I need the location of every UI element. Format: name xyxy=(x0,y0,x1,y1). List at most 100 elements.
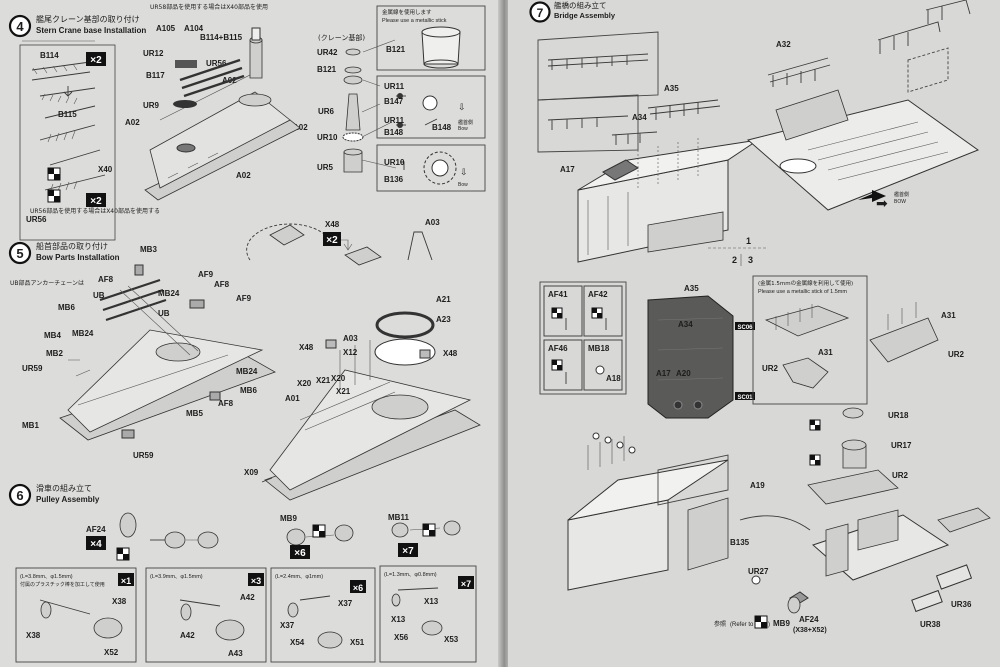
step6-label: X53 xyxy=(444,635,459,644)
step5-label: X09 xyxy=(244,468,259,477)
step4-bow-en-b: Bow xyxy=(458,182,468,188)
step5-bow-hull xyxy=(59,264,276,441)
step4-label: UR10 xyxy=(317,133,338,142)
step7-label: UR2 xyxy=(948,350,965,359)
step7-sc-tag: SC06 xyxy=(737,325,753,331)
step7-metal-note-en: Please use a metallic stick of 1.5mm xyxy=(758,289,847,295)
step7-label: UR18 xyxy=(888,411,909,420)
step4-label: B117 xyxy=(146,71,165,80)
step6-spec2: (L=3.9mm、φ1.5mm) xyxy=(150,574,203,580)
step6-mult: ×6 xyxy=(294,548,306,559)
step6-multipliers: ×4 ×6 ×7 xyxy=(86,523,436,561)
step7-bridge-deck-large xyxy=(746,0,980,211)
step4-label: UR10 xyxy=(384,158,405,167)
step6-mult: ×6 xyxy=(353,583,363,593)
step7-refer-end: ) xyxy=(768,622,770,628)
step7-sc-tag: SC01 xyxy=(737,395,753,401)
step6-title: Pulley Assembly xyxy=(36,495,100,504)
step7-metal-note-box: (金属1.5mmの金属線を利用して使用) Please use a metall… xyxy=(752,275,939,405)
step7-label: A31 xyxy=(818,348,833,357)
step7-boxed-part: A18 xyxy=(606,374,621,383)
step6-label: X13 xyxy=(424,597,439,606)
step6-mult: ×7 xyxy=(402,546,414,557)
step5-label: UR59 xyxy=(22,364,43,373)
step7-label: UR38 xyxy=(920,620,941,629)
step5-label: AF8 xyxy=(214,280,230,289)
step7-refer-part: MB9 xyxy=(773,619,790,628)
step4-label: UR42 xyxy=(317,48,338,57)
step6-label: X38 xyxy=(26,631,41,640)
step5-title: Bow Parts Installation xyxy=(36,253,120,262)
step7-jp-title: 艦橋の組み立て xyxy=(554,0,607,10)
step6-label: AF24 xyxy=(86,525,106,534)
step4-label: B114+B115 xyxy=(200,33,243,42)
step4-label: B121 xyxy=(317,65,337,74)
step6-spec1: (L=3.8mm、φ1.5mm) xyxy=(20,574,73,580)
right-page: 7 艦橋の組み立て Bridge Assembly xyxy=(508,0,1000,667)
step4-label: X40 xyxy=(98,165,113,174)
step5-label: MB6 xyxy=(58,303,75,312)
step7-boxed-part: AF42 xyxy=(588,290,608,299)
step4-label: UR56 xyxy=(26,215,47,224)
step5-label: AF8 xyxy=(218,399,234,408)
step4-note-ur56: UR56部品を使用する場合はX40部品を使用する xyxy=(30,207,160,215)
step4-label: A02 xyxy=(293,123,308,132)
step7-label: UR17 xyxy=(891,441,912,450)
step5-jp-title: 船首部品の取り付け xyxy=(36,241,108,251)
step6-label: X51 xyxy=(350,638,365,647)
step5-label: X48 xyxy=(443,349,458,358)
step5-label: A21 xyxy=(436,295,451,304)
step4-label: A02 xyxy=(125,118,140,127)
step5-label: MB24 xyxy=(72,329,94,338)
step4-label: A104 xyxy=(184,24,204,33)
step7-label: A31 xyxy=(941,311,956,320)
step4-label: UR6 xyxy=(318,107,335,116)
step7-refer-af: AF24 xyxy=(799,615,819,624)
step7-label: A20 xyxy=(676,369,691,378)
step5-number: 5 xyxy=(16,246,23,261)
step5-label: AF9 xyxy=(198,270,214,279)
step4-mult-b: ×2 xyxy=(90,196,102,207)
step7-label: A19 xyxy=(750,481,765,490)
step5-label: X48 xyxy=(325,220,340,229)
step7-split-index: 1 2 3 xyxy=(708,236,768,266)
step4-metal-note-jp: 金属線を使用します xyxy=(382,8,432,16)
step4-label: B148 xyxy=(432,123,452,132)
step7-label: UR27 xyxy=(748,567,769,576)
step7-label: A35 xyxy=(664,84,679,93)
step7-label: A17 xyxy=(560,165,575,174)
step6-header: 6 滑車の組み立て Pulley Assembly xyxy=(8,483,100,507)
step4-label: B121 xyxy=(386,45,406,54)
step4-bow-jp-a: 艦首側 xyxy=(458,119,473,126)
step5-label: AF8 xyxy=(98,275,114,284)
step7-refer-en: (Refer to xyxy=(730,622,754,628)
step4-jp-title: 艦尾クレーン基部の取り付け xyxy=(36,14,140,24)
step5-second-hull xyxy=(261,311,481,501)
step6-top-pulleys xyxy=(119,512,461,549)
step5-label: MB2 xyxy=(46,349,63,358)
step6-label: MB9 xyxy=(280,514,297,523)
step5-label: A23 xyxy=(436,315,451,324)
step5-label: X48 xyxy=(299,343,314,352)
step7-split-top: 1 xyxy=(746,236,751,246)
step7-boxed-part: AF41 xyxy=(548,290,568,299)
step4-label: UR12 xyxy=(143,49,164,58)
left-page-drawing: 4 艦尾クレーン基部の取り付け Stern Crane base Install… xyxy=(8,3,486,663)
step4-title: Stern Crane base Installation xyxy=(36,26,146,35)
step5-label: X20 xyxy=(297,379,312,388)
step5-label: UB xyxy=(93,291,105,300)
step6-mult: ×7 xyxy=(461,579,471,589)
step7-bow-arrow-icon: ➡ xyxy=(876,195,888,211)
step7-dark-deck: SC06 SC01 xyxy=(647,295,755,419)
step4-bow-arrow-b: ⇩ xyxy=(460,167,468,177)
step4-crane-labels: UR42 B121 UR6 UR11 B147 UR11 B148 B148 U… xyxy=(317,48,452,184)
step7-refer-combo: (X38+X52) xyxy=(793,627,827,634)
step5-label: UR59 xyxy=(133,451,154,460)
step6-label: X54 xyxy=(290,638,305,647)
step7-title: Bridge Assembly xyxy=(554,11,616,20)
step4-metal-note-en: Please use a metallic stick xyxy=(382,18,447,24)
step4-label: UR5 xyxy=(317,163,334,172)
step5-labels: X48 A03 MB3 AF8 UB AF9 AF8 AF9 MB24 MB6 … xyxy=(22,218,458,477)
step4-label: UR9 xyxy=(143,101,160,110)
step7-metal-note-jp: (金属1.5mmの金属線を利用して使用) xyxy=(758,279,853,287)
